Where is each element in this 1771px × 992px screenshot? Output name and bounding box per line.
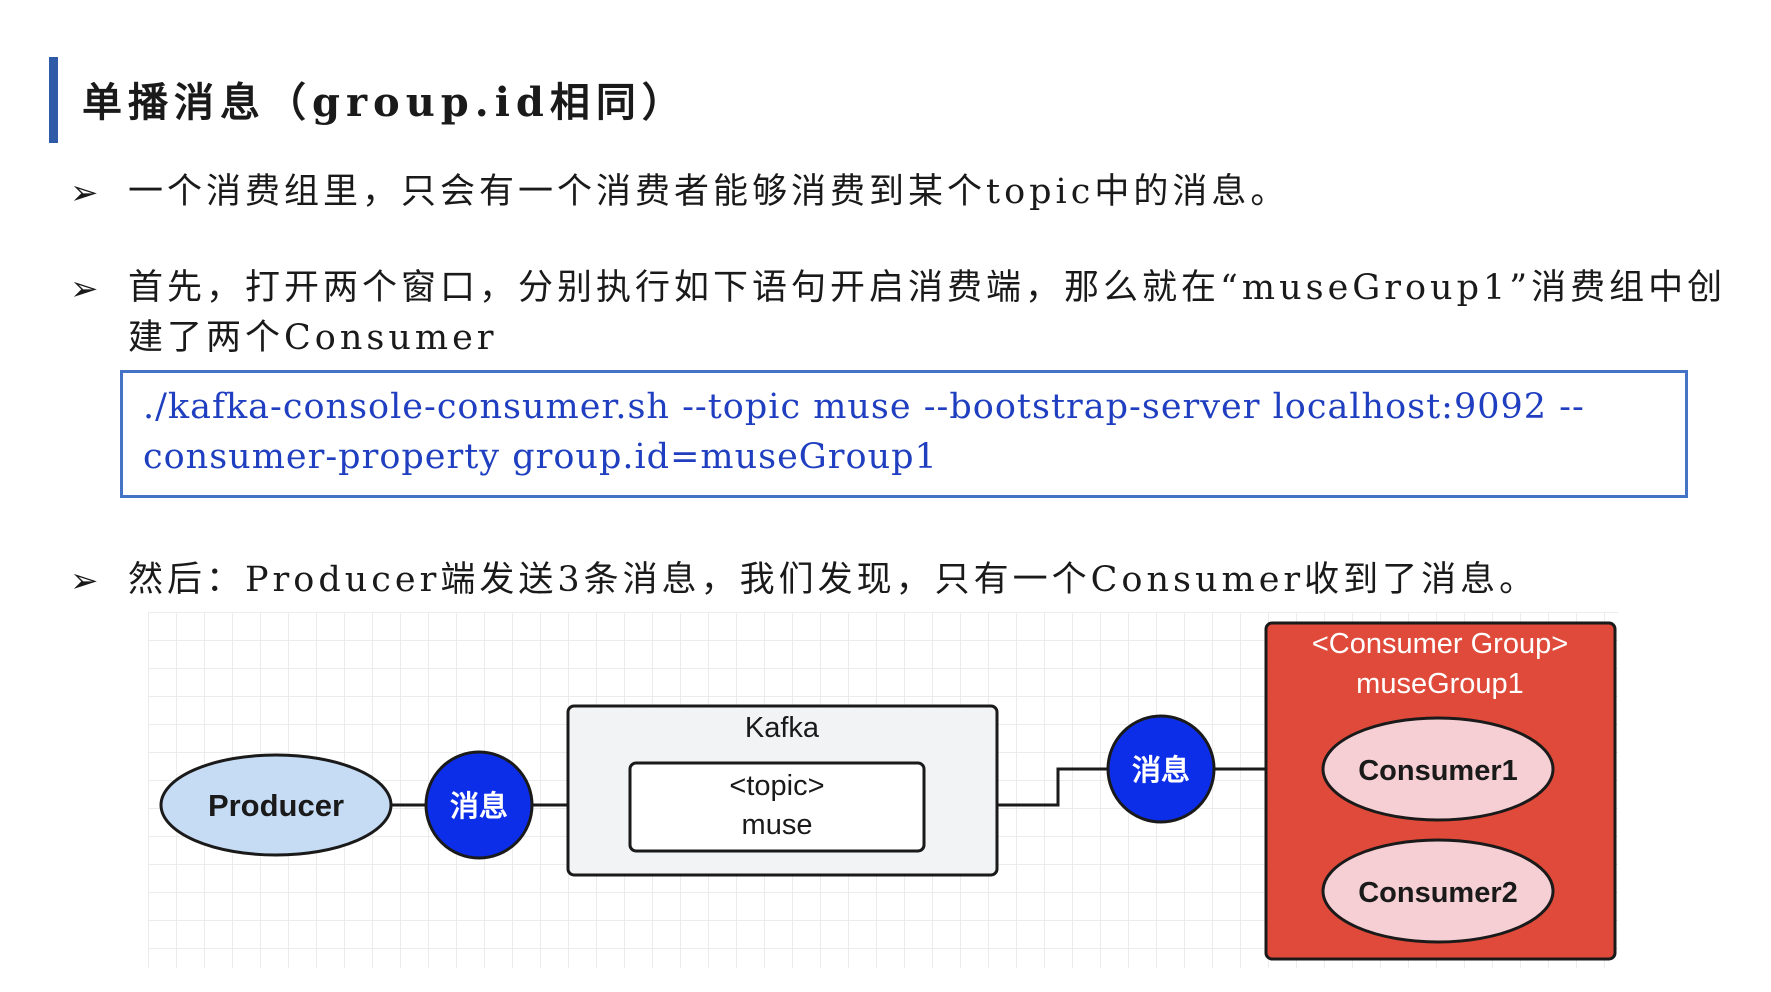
consumer1-node bbox=[1321, 716, 1555, 822]
bullet-text-1: 一个消费组里，只会有一个消费者能够消费到某个topic中的消息。 bbox=[128, 172, 1290, 212]
kafka-label: Kafka bbox=[745, 712, 820, 744]
command-line-2: consumer-property group.id=museGroup1 bbox=[143, 437, 938, 477]
message-label-right: 消息 bbox=[1132, 753, 1190, 787]
command-box: ./kafka-console-consumer.sh --topic muse… bbox=[120, 370, 1688, 498]
producer-node bbox=[159, 753, 393, 857]
bullet-arrow-icon: ➢ bbox=[70, 173, 99, 213]
title-accent-bar bbox=[49, 57, 58, 143]
consumer1-label: Consumer1 bbox=[1358, 755, 1518, 787]
topic-label: <topic> bbox=[729, 770, 824, 802]
command-line-1: ./kafka-console-consumer.sh --topic muse… bbox=[143, 387, 1585, 427]
consumer2-node bbox=[1321, 838, 1555, 944]
message-node-right bbox=[1106, 714, 1216, 824]
message-node-left bbox=[424, 750, 534, 860]
bullet-arrow-icon: ➢ bbox=[70, 561, 99, 601]
message-label-left: 消息 bbox=[450, 789, 508, 823]
bullet-arrow-icon: ➢ bbox=[70, 269, 99, 309]
bullet-text-2-cont: 建了两个Consumer bbox=[128, 318, 498, 358]
consumer2-label: Consumer2 bbox=[1358, 877, 1518, 909]
page-title: 单播消息（group.id相同） bbox=[82, 79, 688, 126]
topic-name: muse bbox=[742, 809, 813, 841]
consumer-group-name: museGroup1 bbox=[1356, 668, 1524, 700]
producer-label: Producer bbox=[208, 788, 344, 823]
consumer-group-label: <Consumer Group> bbox=[1312, 628, 1568, 660]
bullet-text-3: 然后：Producer端发送3条消息，我们发现，只有一个Consumer收到了消… bbox=[128, 560, 1539, 600]
topic-box bbox=[628, 761, 926, 853]
bullet-text-2: 首先，打开两个窗口，分别执行如下语句开启消费端，那么就在“museGroup1”… bbox=[128, 268, 1727, 308]
